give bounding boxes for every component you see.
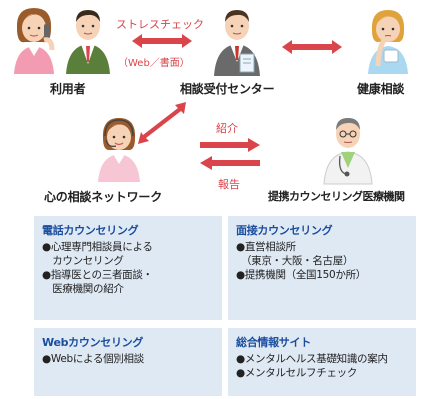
network-counselor-illustration bbox=[98, 118, 140, 182]
web-counseling-panel: Webカウンセリング ●Webによる個別相談 bbox=[34, 328, 222, 396]
stress-check-double-arrow bbox=[132, 34, 192, 48]
health-woman-illustration bbox=[368, 10, 408, 74]
panel-item: ●Webによる個別相談 bbox=[42, 353, 144, 365]
panel-item: （東京・大阪・名古屋） bbox=[236, 255, 354, 267]
report-label: 報告 bbox=[218, 178, 240, 191]
info-site-panel: 総合情報サイト ●メンタルヘルス基礎知識の案内 ●メンタルセルフチェック bbox=[228, 328, 416, 396]
panel-item: 医療機関の紹介 bbox=[42, 283, 124, 295]
woman-phone-illustration bbox=[14, 8, 55, 74]
panel-item: ●指導医との三者面談・ bbox=[42, 269, 153, 281]
health-node-label: 健康相談 bbox=[357, 82, 405, 96]
panel-title: 電話カウンセリング bbox=[42, 224, 139, 237]
panel-item: ●直営相談所 bbox=[236, 241, 296, 253]
center-health-double-arrow bbox=[282, 40, 342, 54]
partner-node-label: 提携カウンセリング医療機関 bbox=[268, 190, 405, 203]
panel-title: 総合情報サイト bbox=[236, 336, 311, 349]
center-network-diagonal-arrow bbox=[138, 102, 186, 144]
panel-item: ●メンタルヘルス基礎知識の案内 bbox=[236, 353, 388, 365]
report-arrow bbox=[200, 156, 260, 170]
stress-check-label: ストレスチェック bbox=[116, 18, 204, 31]
phone-counseling-panel: 電話カウンセリング ●心理専門相談員による カウンセリング ●指導医との三者面談… bbox=[34, 216, 222, 320]
panel-title: 面接カウンセリング bbox=[236, 224, 333, 237]
network-node-label: 心の相談ネットワーク bbox=[44, 190, 163, 204]
panel-item: ●メンタルセルフチェック bbox=[236, 367, 358, 379]
center-staff-illustration bbox=[214, 10, 260, 76]
stress-check-sublabel: （Web／書面） bbox=[118, 58, 190, 69]
man-suit-illustration bbox=[66, 10, 110, 74]
panel-item: ●心理専門相談員による bbox=[42, 241, 153, 253]
panel-title: Webカウンセリング bbox=[42, 336, 144, 349]
referral-label: 紹介 bbox=[216, 122, 238, 135]
center-node-label: 相談受付センター bbox=[180, 82, 275, 96]
doctor-illustration bbox=[323, 118, 373, 185]
referral-arrow bbox=[200, 138, 260, 152]
user-node-label: 利用者 bbox=[50, 82, 86, 96]
panel-item: ●提携機関（全国150か所） bbox=[236, 269, 367, 281]
panel-item: カウンセリング bbox=[42, 255, 124, 267]
face-counseling-panel: 面接カウンセリング ●直営相談所 （東京・大阪・名古屋） ●提携機関（全国150… bbox=[228, 216, 416, 320]
